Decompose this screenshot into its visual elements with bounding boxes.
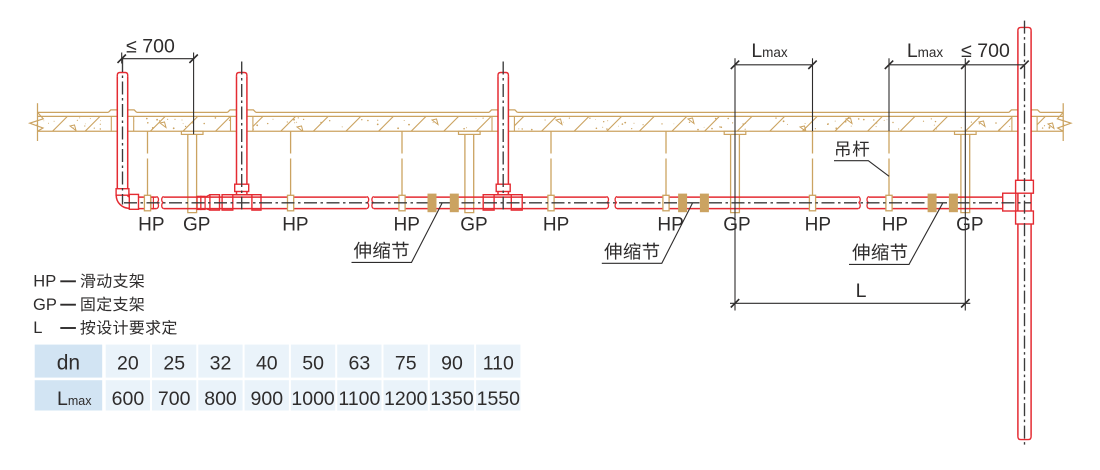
svg-text:HP: HP <box>882 214 908 235</box>
svg-text:63: 63 <box>349 352 371 374</box>
svg-text:1100: 1100 <box>338 388 380 410</box>
svg-text:HP: HP <box>33 273 56 291</box>
svg-text:40: 40 <box>256 352 278 374</box>
svg-text:HP: HP <box>657 214 683 235</box>
svg-text:dn: dn <box>57 351 80 374</box>
svg-text:800: 800 <box>204 388 237 410</box>
svg-text:L: L <box>856 280 867 302</box>
svg-text:GP: GP <box>956 214 983 235</box>
svg-text:HP: HP <box>282 214 308 235</box>
svg-text:Lmax: Lmax <box>751 40 788 62</box>
svg-text:1350: 1350 <box>430 388 474 410</box>
svg-text:HP: HP <box>393 214 419 235</box>
svg-text:600: 600 <box>112 388 145 410</box>
svg-text:25: 25 <box>163 352 185 374</box>
svg-text:110: 110 <box>483 352 514 374</box>
svg-text:50: 50 <box>302 352 324 374</box>
svg-text:GP: GP <box>460 214 487 235</box>
svg-text:90: 90 <box>441 352 463 374</box>
svg-text:900: 900 <box>251 388 284 410</box>
svg-text:32: 32 <box>210 352 232 374</box>
svg-text:75: 75 <box>395 352 417 374</box>
svg-text:Lmax: Lmax <box>57 388 92 410</box>
svg-text:700: 700 <box>158 388 191 410</box>
svg-text:≤ 700: ≤ 700 <box>126 36 175 58</box>
svg-text:HP: HP <box>543 214 569 235</box>
svg-text:1000: 1000 <box>291 388 335 410</box>
svg-text:HP: HP <box>138 214 164 235</box>
svg-text:20: 20 <box>117 352 139 374</box>
svg-text:GP: GP <box>723 214 750 235</box>
svg-text:≤ 700: ≤ 700 <box>961 40 1010 62</box>
svg-text:GP: GP <box>183 214 210 235</box>
svg-text:HP: HP <box>805 214 831 235</box>
svg-text:Lmax: Lmax <box>907 40 944 62</box>
svg-text:L: L <box>33 319 42 337</box>
svg-text:1550: 1550 <box>477 388 521 410</box>
svg-text:1200: 1200 <box>384 388 428 410</box>
svg-text:GP: GP <box>33 296 57 314</box>
